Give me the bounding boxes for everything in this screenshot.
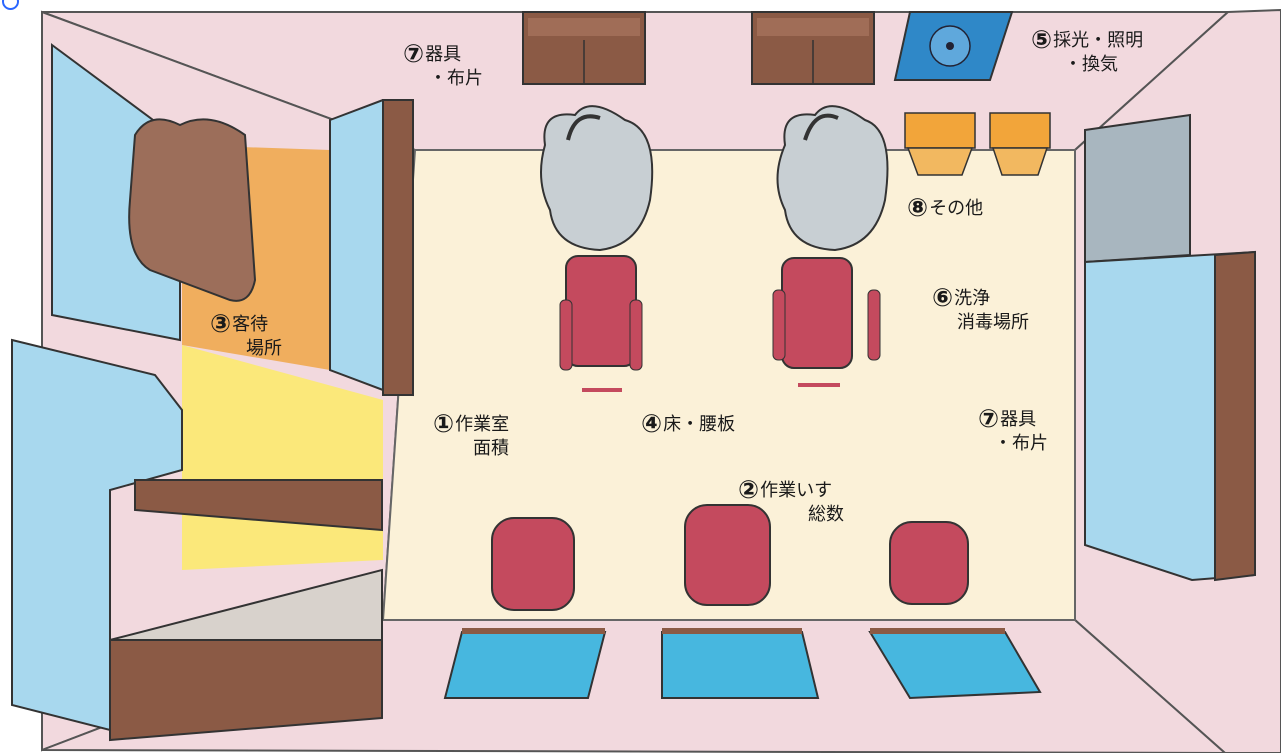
right-upper-cabinet — [1084, 113, 1191, 264]
mirror-1 — [443, 628, 607, 699]
selection-handle[interactable] — [2, 0, 19, 10]
shampoo-basin-2 — [776, 105, 889, 252]
sterilizer-cabinet-1 — [904, 112, 976, 176]
left-partition — [329, 98, 414, 397]
label-floor: ④床・腰板 — [641, 409, 736, 438]
label-waiting: ③客待 場所 — [210, 309, 282, 359]
label-area: ①作業室 面積 — [433, 409, 510, 459]
work-chair-1 — [491, 517, 575, 611]
shampoo-chair-2 — [772, 257, 881, 387]
mirror-2 — [661, 628, 820, 699]
label-lighting: ⑤採光・照明 ・換気 — [1031, 25, 1144, 75]
label-washing: ⑥洗浄 消毒場所 — [932, 283, 1029, 333]
label-tools-top: ⑦器具 ・布片 — [403, 39, 483, 89]
sterilizer-cabinet-2 — [989, 112, 1051, 176]
label-tools-right: ⑦器具 ・布片 — [978, 404, 1048, 454]
left-cabinet — [11, 338, 383, 742]
top-cabinet-1 — [522, 11, 646, 85]
waiting-sofa — [128, 118, 257, 302]
top-cabinet-2 — [751, 11, 875, 85]
work-chair-3 — [889, 521, 969, 605]
mirror-3 — [868, 628, 1042, 700]
work-chair-2 — [684, 504, 771, 606]
label-chairs: ②作業いす 総数 — [738, 475, 844, 525]
ventilation-fan-icon — [893, 11, 1014, 81]
right-tall-cabinet — [1084, 250, 1256, 582]
label-other: ⑧その他 — [907, 193, 984, 222]
shampoo-basin-1 — [540, 105, 654, 252]
shampoo-chair-1 — [559, 255, 643, 392]
